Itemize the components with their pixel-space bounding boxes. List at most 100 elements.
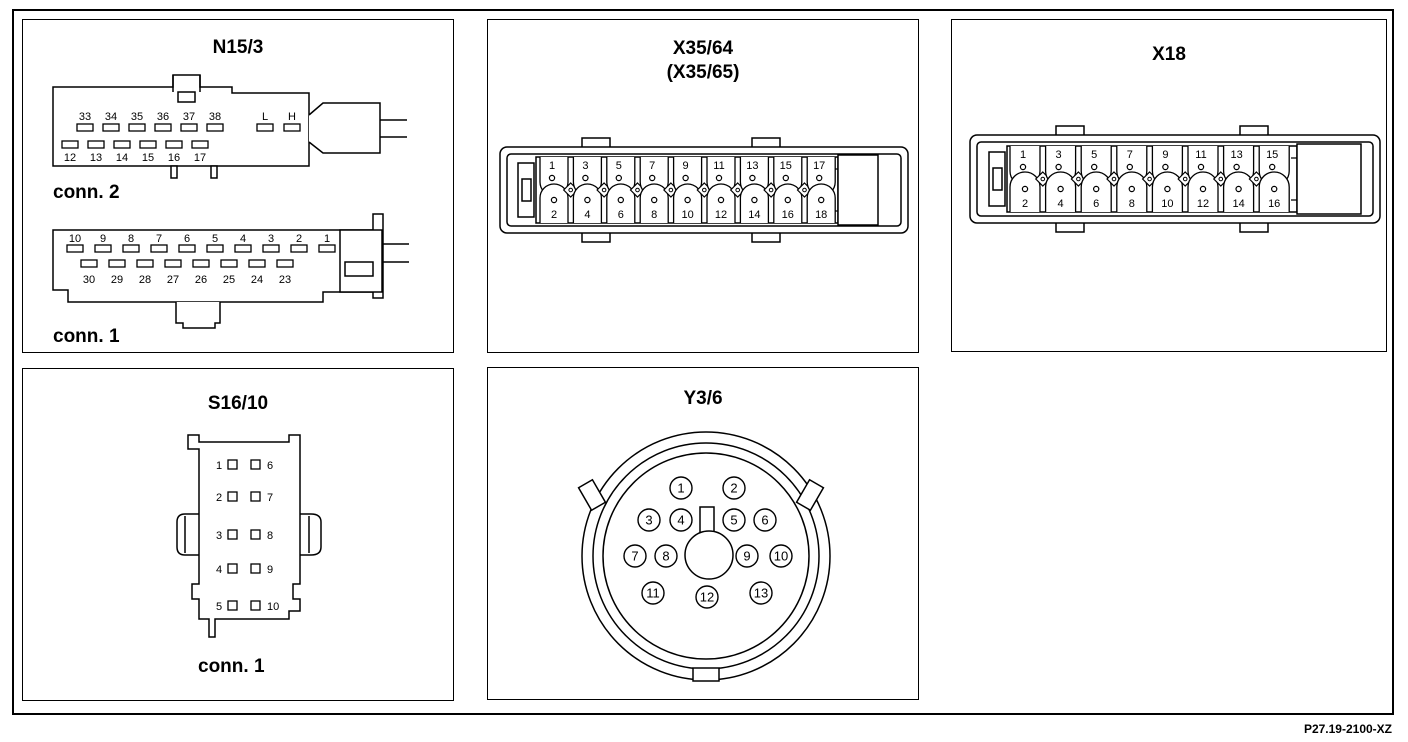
conn2-pin-label: 13 bbox=[90, 152, 102, 164]
x35_64-pin-label: 9 bbox=[683, 160, 689, 172]
x35_64-divider-dot bbox=[802, 187, 807, 193]
x35_64-pin-label: 1 bbox=[549, 160, 555, 172]
y3-6-center-hole bbox=[684, 530, 734, 580]
x18-pin-label: 2 bbox=[1022, 198, 1028, 210]
x35_64-pin bbox=[548, 174, 556, 182]
conn1-pin-label: 30 bbox=[83, 274, 95, 286]
s16-10-pin-label: 4 bbox=[216, 564, 222, 576]
conn2-pin-label: 36 bbox=[157, 111, 169, 123]
x18-pin-label: 11 bbox=[1195, 149, 1206, 161]
x35_64-pin-label: 4 bbox=[584, 209, 590, 221]
conn2-plug bbox=[308, 102, 381, 154]
x18-pin-label: 4 bbox=[1058, 198, 1064, 210]
conn1-pin-label: 3 bbox=[268, 233, 274, 245]
y3-6-pin bbox=[669, 476, 693, 500]
conn1-pin bbox=[276, 259, 294, 268]
x18-divider-dot bbox=[1147, 176, 1152, 182]
x35_64-pin bbox=[816, 174, 823, 182]
conn2-pin bbox=[256, 123, 274, 132]
y3-6-pin bbox=[753, 508, 777, 532]
conn1-pin bbox=[122, 244, 140, 253]
conn1-pin bbox=[94, 244, 112, 253]
conn2-pin-label: L bbox=[262, 111, 268, 123]
y3-6-pin-label: 11 bbox=[646, 586, 660, 601]
y3-6-pin bbox=[735, 544, 759, 568]
conn2-label: conn. 2 bbox=[53, 182, 120, 203]
conn2-pin bbox=[61, 140, 79, 149]
conn2-pin bbox=[102, 123, 120, 132]
conn1-pin bbox=[150, 244, 168, 253]
conn1-plug-slot bbox=[344, 261, 374, 277]
x35_64-pin bbox=[682, 174, 689, 182]
conn2-pin bbox=[283, 123, 301, 132]
conn2-pin-label: 12 bbox=[64, 152, 76, 164]
x18-pin bbox=[1233, 163, 1240, 171]
x35_64-divider-dot bbox=[635, 187, 640, 193]
x35_64-pin bbox=[818, 196, 825, 204]
s16-10-pin bbox=[250, 491, 261, 502]
s16-10-pin bbox=[250, 563, 261, 574]
x35_64-pin-label: 5 bbox=[616, 160, 622, 172]
x35_64-pin-label: 7 bbox=[649, 160, 655, 172]
x18-title: X18 bbox=[1152, 44, 1186, 65]
conn1-pin bbox=[206, 244, 224, 253]
s16-10-pin-label: 7 bbox=[267, 492, 273, 504]
x18-insert-notch bbox=[1291, 157, 1297, 201]
conn1-label: conn. 1 bbox=[53, 326, 120, 347]
x35_64-divider-dot bbox=[768, 187, 774, 193]
s16-10-pin bbox=[227, 529, 238, 540]
conn1-pin-label: 23 bbox=[279, 274, 291, 286]
x18-divider-dot bbox=[1182, 176, 1188, 182]
s16-10-pin bbox=[250, 600, 261, 611]
x35_64-pin bbox=[550, 196, 558, 204]
y3-6-pin-label: 7 bbox=[631, 549, 638, 564]
x18-pin bbox=[1164, 185, 1171, 193]
y3-6-pin-label: 2 bbox=[730, 481, 737, 496]
y3-6-key-left bbox=[577, 478, 607, 512]
x18-divider-dot bbox=[1218, 176, 1224, 182]
x18-latch-inner bbox=[992, 167, 1003, 191]
conn2-pin-label: 14 bbox=[116, 152, 128, 164]
x18-pin bbox=[1126, 163, 1133, 171]
y3-6-pin bbox=[654, 544, 678, 568]
conn1-pin bbox=[220, 259, 238, 268]
x18-pin bbox=[1019, 163, 1027, 171]
conn2-pin bbox=[206, 123, 224, 132]
x18-pin-label: 1 bbox=[1020, 149, 1026, 161]
conn1-pin bbox=[136, 259, 154, 268]
s16-10-pin bbox=[227, 600, 238, 611]
conn2-pin bbox=[76, 123, 94, 132]
x35_64-pin bbox=[615, 174, 622, 182]
s16-10-pin-label: 1 bbox=[216, 460, 222, 472]
y3-6-pin bbox=[722, 508, 746, 532]
conn2-pin bbox=[113, 140, 131, 149]
conn2-foot bbox=[210, 165, 218, 179]
conn1-pin bbox=[248, 259, 266, 268]
y3-6-pin bbox=[637, 508, 661, 532]
s16-10-pin bbox=[227, 491, 238, 502]
x18-pin bbox=[1269, 163, 1276, 171]
x35_64-divider-dot bbox=[702, 187, 707, 193]
s16-10-pin-label: 5 bbox=[216, 601, 222, 613]
conn1-plug-frame bbox=[339, 229, 383, 293]
y3-6-pin-label: 4 bbox=[677, 513, 684, 528]
y3-6-pin bbox=[695, 585, 719, 609]
conn1-latch bbox=[175, 302, 221, 329]
x35_64-pin bbox=[715, 174, 723, 182]
conn1-pin bbox=[234, 244, 252, 253]
diagram-frame bbox=[12, 9, 1394, 715]
y3-6-center-key bbox=[699, 506, 715, 534]
conn2-pin-label: 38 bbox=[209, 111, 221, 123]
conn1-pin-label: 7 bbox=[156, 233, 162, 245]
x18-pin bbox=[1271, 185, 1278, 193]
conn1-pin-label: 8 bbox=[128, 233, 134, 245]
s16-10-pin-label: 9 bbox=[267, 564, 273, 576]
s16-10-conn-label: conn. 1 bbox=[198, 656, 265, 677]
x35_64-pin-label: 13 bbox=[746, 160, 758, 172]
s16-10-pin-label: 10 bbox=[267, 601, 279, 613]
x35_64-pin bbox=[784, 196, 791, 204]
x18-pin bbox=[1162, 163, 1169, 171]
